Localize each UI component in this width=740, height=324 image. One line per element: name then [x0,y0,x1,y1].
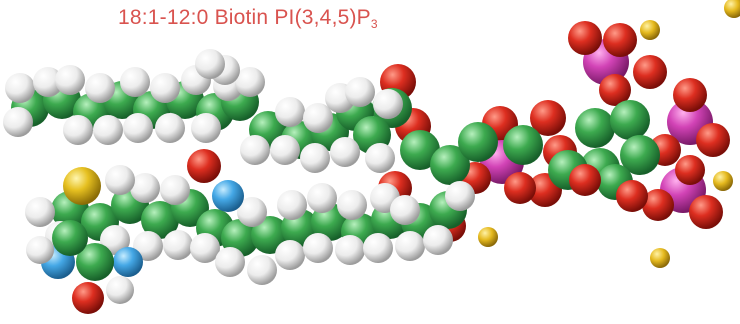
oxygen-atom [603,23,637,57]
oxygen-atom [72,282,104,314]
carbon-atom [575,108,615,148]
hydrogen-atom [123,113,153,143]
hydrogen-atom [215,247,245,277]
hydrogen-atom [345,77,375,107]
oxygen-atom [599,74,631,106]
counter-ion-atom [724,0,740,18]
hydrogen-atom [235,67,265,97]
atom-group [3,0,740,314]
carbon-atom [503,125,543,165]
carbon-atom [52,220,88,256]
hydrogen-atom [423,225,453,255]
hydrogen-atom [390,195,420,225]
hydrogen-atom [270,135,300,165]
hydrogen-atom [26,236,54,264]
oxygen-atom [568,21,602,55]
hydrogen-atom [63,115,93,145]
hydrogen-atom [240,135,270,165]
oxygen-atom [187,149,221,183]
hydrogen-atom [100,225,130,255]
title-subscript: 3 [370,17,378,31]
hydrogen-atom [335,235,365,265]
hydrogen-atom [160,175,190,205]
carbon-atom [620,135,660,175]
oxygen-atom [569,164,601,196]
hydrogen-atom [307,183,337,213]
carbon-atom [76,243,114,281]
oxygen-atom [696,123,730,157]
counter-ion-atom [650,248,670,268]
oxygen-atom [673,78,707,112]
hydrogen-atom [330,137,360,167]
hydrogen-atom [5,73,35,103]
hydrogen-atom [93,115,123,145]
hydrogen-atom [105,165,135,195]
hydrogen-atom [150,73,180,103]
hydrogen-atom [237,197,267,227]
oxygen-atom [530,100,566,136]
hydrogen-atom [163,230,193,260]
carbon-atom [610,100,650,140]
hydrogen-atom [373,89,403,119]
hydrogen-atom [275,97,305,127]
hydrogen-atom [303,233,333,263]
carbon-atom [458,122,498,162]
hydrogen-atom [365,143,395,173]
nitrogen-atom [113,247,143,277]
hydrogen-atom [3,107,33,137]
hydrogen-atom [247,255,277,285]
hydrogen-atom [55,65,85,95]
figure-title: 18:1-12:0 Biotin PI(3,4,5)P3 [118,6,378,31]
carbon-atom [430,145,470,185]
hydrogen-atom [33,67,63,97]
oxygen-atom [633,55,667,89]
counter-ion-atom [640,20,660,40]
hydrogen-atom [303,103,333,133]
hydrogen-atom [300,143,330,173]
hydrogen-atom [445,181,475,211]
counter-ion-atom [478,227,498,247]
oxygen-atom [616,180,648,212]
oxygen-atom [642,189,674,221]
hydrogen-atom [277,190,307,220]
oxygen-atom [504,172,536,204]
hydrogen-atom [133,231,163,261]
oxygen-atom [675,155,705,185]
hydrogen-atom [120,67,150,97]
title-main: 18:1-12:0 Biotin PI(3,4,5)P [118,6,371,29]
hydrogen-atom [363,233,393,263]
carbon-atom [400,130,440,170]
hydrogen-atom [155,113,185,143]
hydrogen-atom [275,240,305,270]
hydrogen-atom [395,231,425,261]
hydrogen-atom [25,197,55,227]
hydrogen-atom [190,233,220,263]
carbon-atom [141,201,179,239]
hydrogen-atom [195,49,225,79]
hydrogen-atom [130,173,160,203]
oxygen-atom [689,195,723,229]
hydrogen-atom [337,190,367,220]
hydrogen-atom [85,73,115,103]
sulfur-atom [63,167,101,205]
hydrogen-atom [191,113,221,143]
counter-ion-atom [713,171,733,191]
nitrogen-atom [212,180,244,212]
hydrogen-atom [106,276,134,304]
